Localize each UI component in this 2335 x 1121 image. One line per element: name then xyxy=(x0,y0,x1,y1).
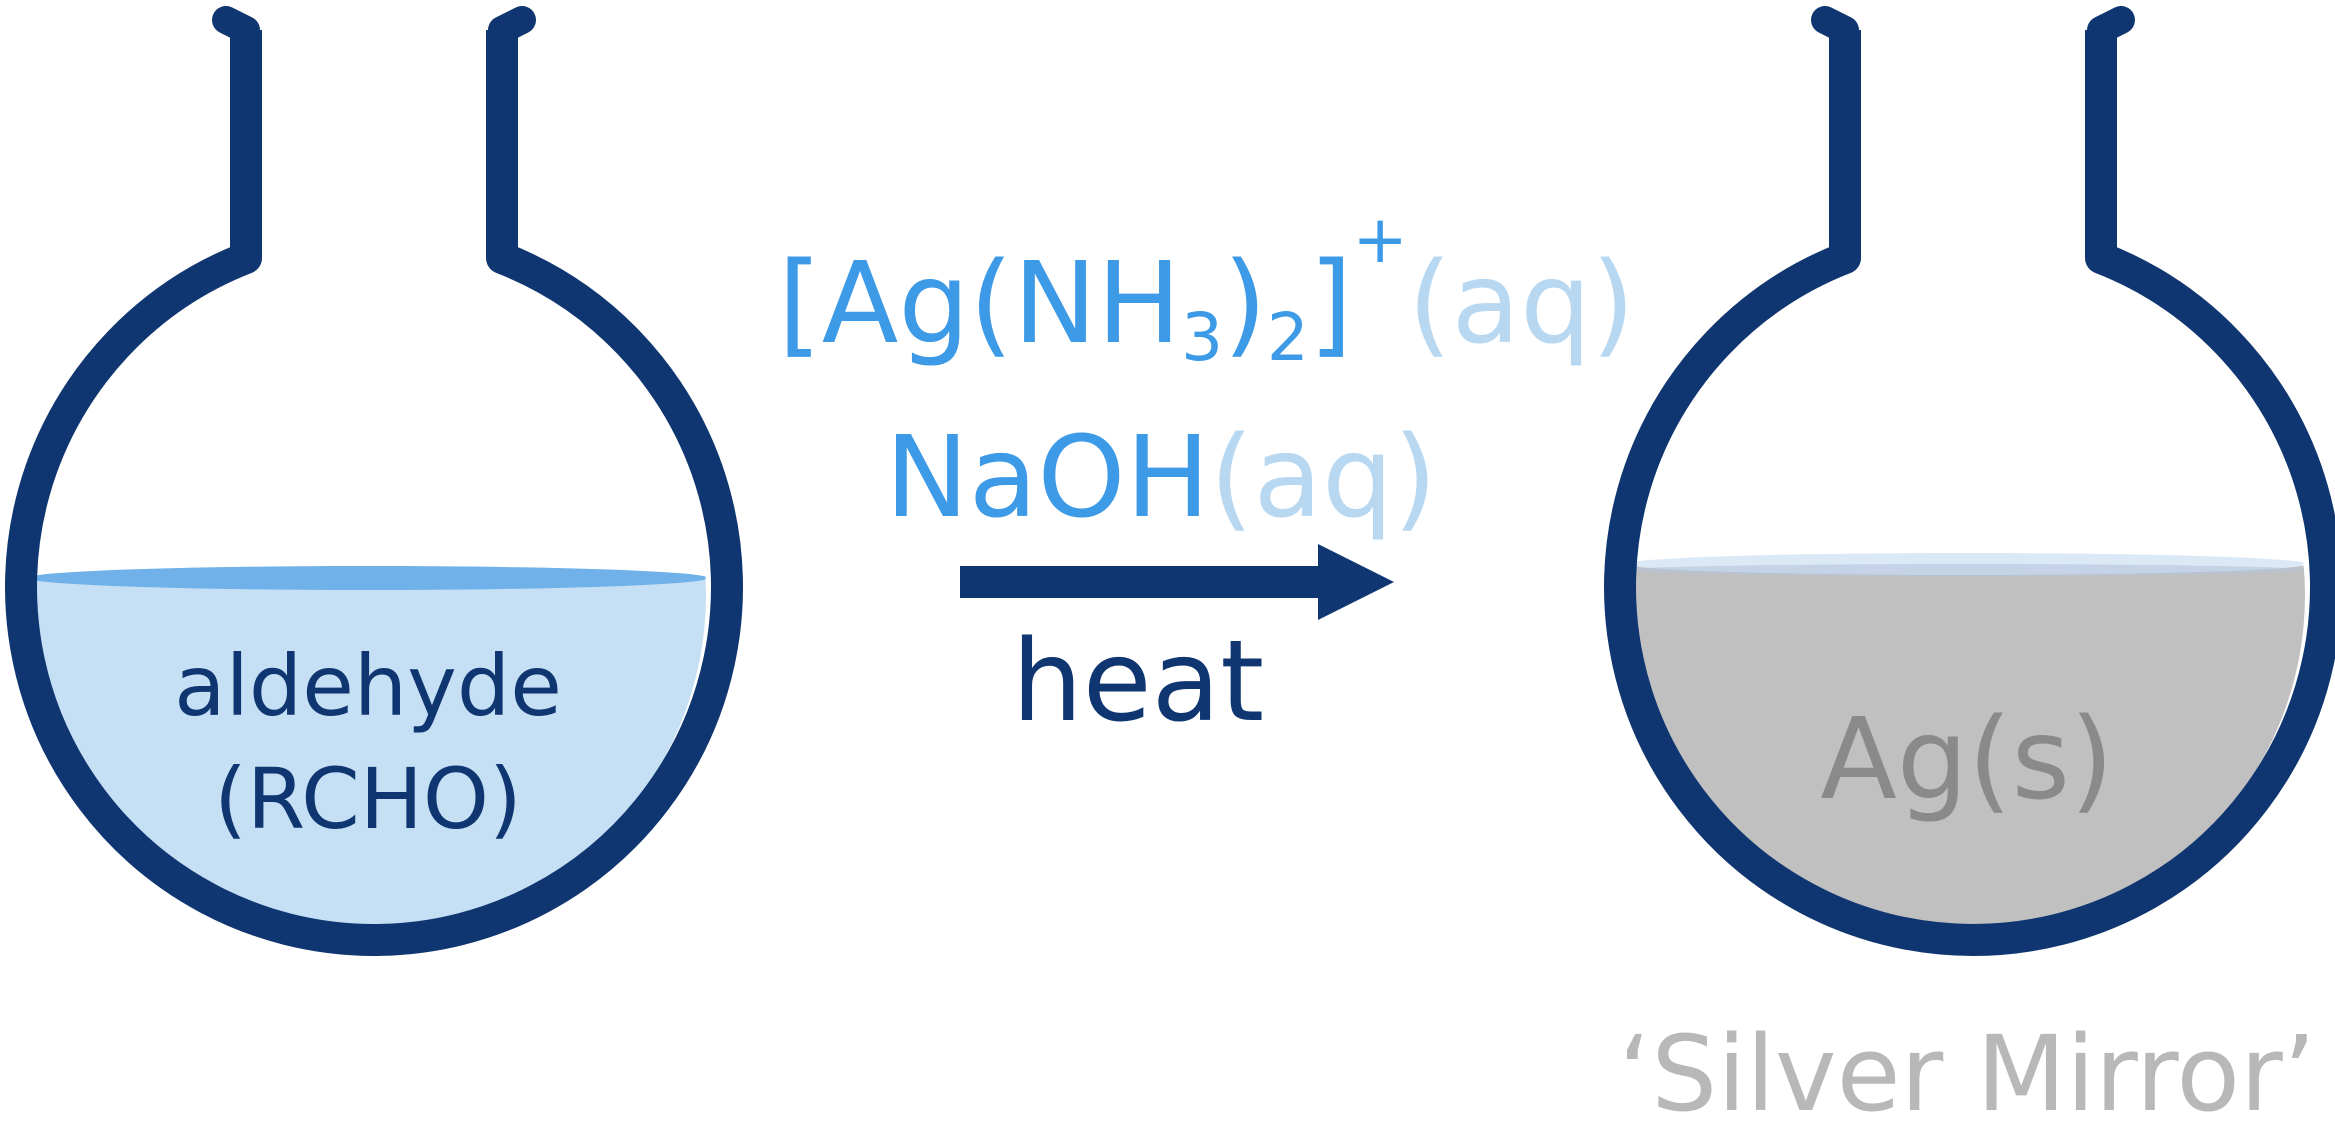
left-flask-outline xyxy=(5,30,743,956)
aldehyde-liquid-surface xyxy=(30,566,706,590)
reaction-arrow xyxy=(960,544,1394,620)
naoh-reagent: NaOH(aq) xyxy=(885,413,1437,543)
complex-close: ) xyxy=(1223,239,1267,369)
left-flask: aldehyde (RCHO) xyxy=(5,6,743,956)
left-flask-lip-right xyxy=(488,6,536,44)
complex-sub3: 3 xyxy=(1181,299,1223,376)
right-flask-lip-right xyxy=(2087,6,2135,44)
right-flask-outline xyxy=(1604,30,2335,956)
complex-charge: + xyxy=(1353,201,1408,278)
left-flask-lip-left xyxy=(212,6,260,44)
right-flask: Ag(s) xyxy=(1604,6,2335,956)
naoh-label: NaOH xyxy=(885,413,1210,543)
reagents-group: [Ag(NH3)2]+(aq) NaOH(aq) heat xyxy=(778,201,1635,747)
silver-mirror-caption: ‘Silver Mirror’ xyxy=(1618,1013,2316,1121)
heat-condition: heat xyxy=(1012,617,1264,747)
silver-product: Ag(s) xyxy=(1820,695,2113,825)
aldehyde-formula-label: (RCHO) xyxy=(214,750,522,848)
silver-product-symbol: Ag xyxy=(1820,695,1968,825)
silver-complex: [Ag(NH3)2]+(aq) xyxy=(778,201,1635,376)
aldehyde-label: aldehyde xyxy=(174,637,562,735)
complex-bracket: ] xyxy=(1309,239,1353,369)
complex-open: [Ag(NH xyxy=(778,239,1181,369)
complex-sub2: 2 xyxy=(1267,299,1309,376)
naoh-state: (aq) xyxy=(1210,413,1437,543)
complex-state: (aq) xyxy=(1408,239,1635,369)
silver-product-state: (s) xyxy=(1968,695,2114,825)
right-flask-lip-left xyxy=(1811,6,1859,44)
